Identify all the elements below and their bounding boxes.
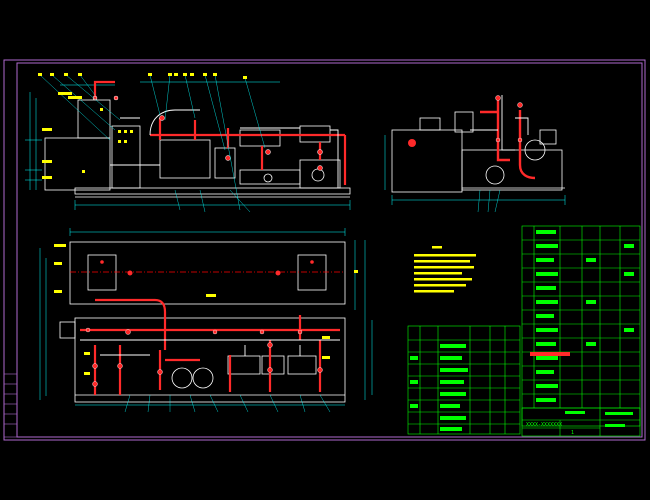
technical-notes <box>414 246 476 293</box>
parts-list-right-cells <box>530 230 634 402</box>
title-block <box>521 407 641 437</box>
side-elevation-view <box>384 95 566 213</box>
parts-list-left <box>407 325 521 435</box>
parts-list-right <box>521 225 641 427</box>
drawing-code: XXXX-XXXXXXX <box>526 422 562 428</box>
sheet-number: 1 <box>571 430 574 436</box>
binding-strip <box>3 373 18 438</box>
sheet-border <box>3 59 646 441</box>
front-elevation-view <box>25 73 351 213</box>
plan-view <box>39 228 373 413</box>
title-block-marks <box>565 411 633 427</box>
parts-list-left-cells <box>410 344 468 431</box>
